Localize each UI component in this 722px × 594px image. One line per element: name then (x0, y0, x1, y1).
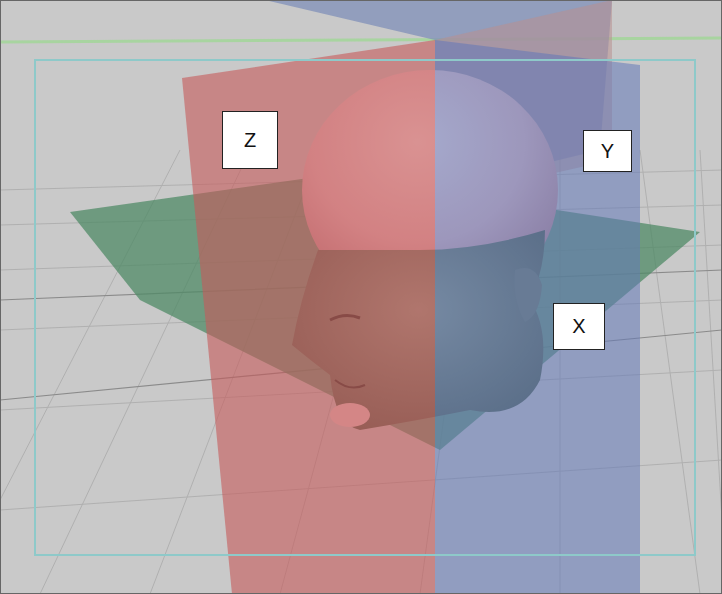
axis-label: Y (583, 130, 632, 172)
axis-label: X (553, 303, 605, 350)
axis-label: Z (222, 111, 278, 169)
